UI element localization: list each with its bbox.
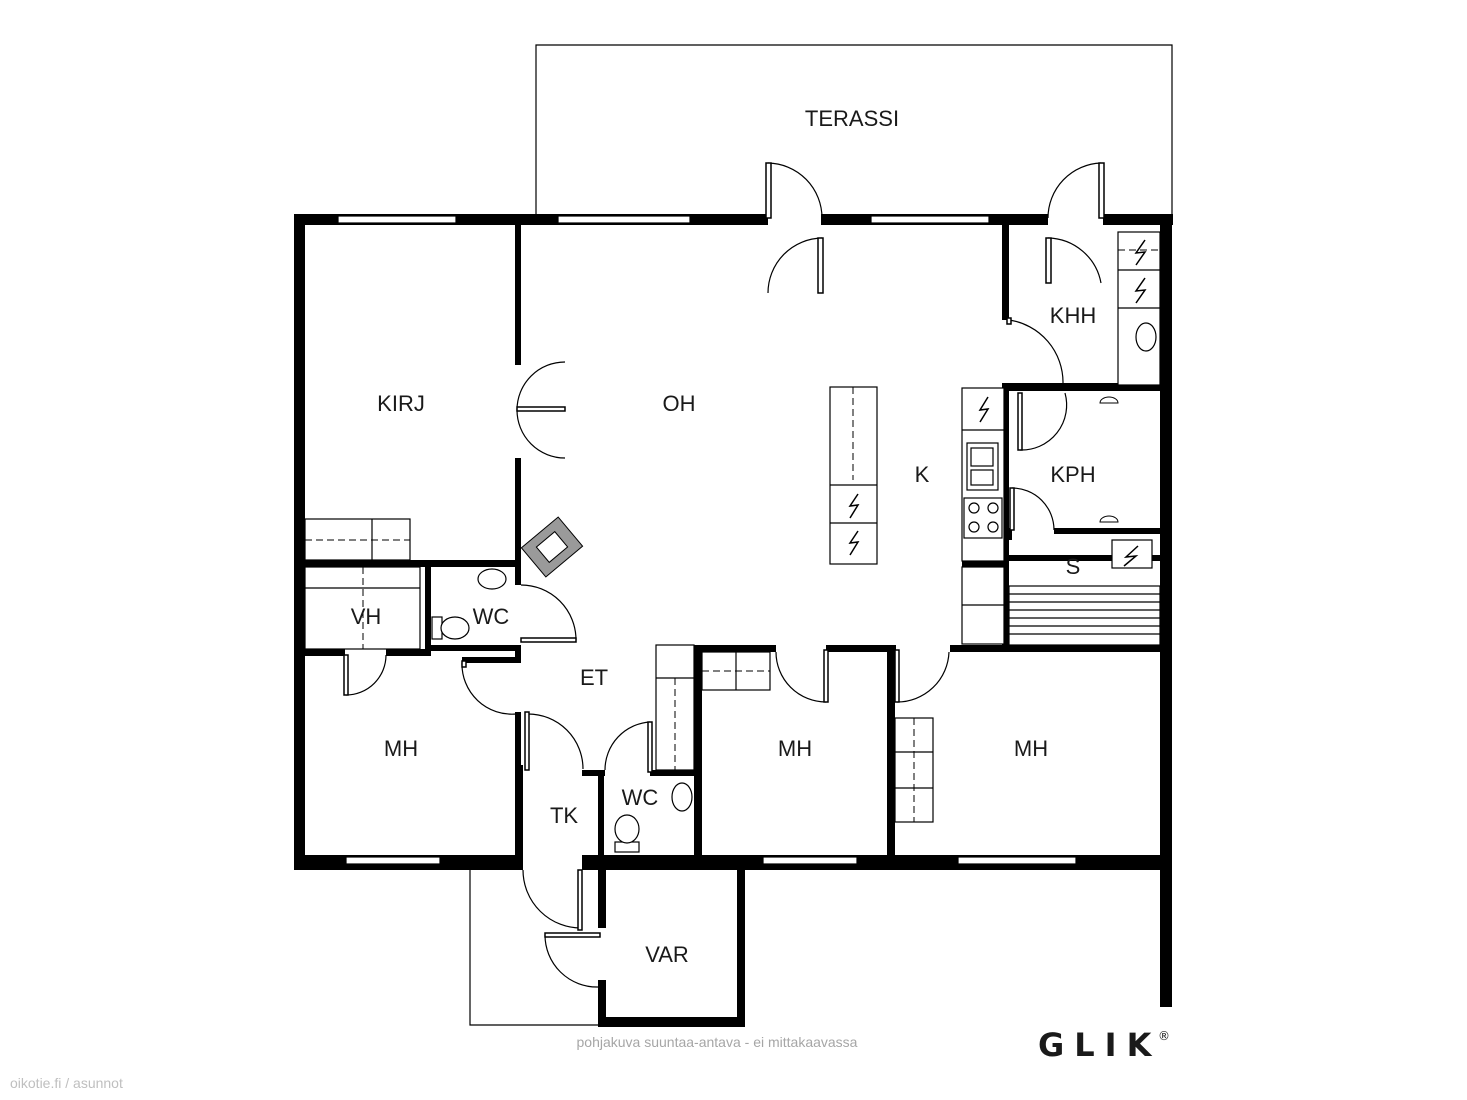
bookshelf [304, 518, 411, 561]
wardrobe-mh-middle [701, 651, 771, 691]
room-label-vh: VH [351, 604, 382, 629]
room-labels: TERASSI KIRJ OH K KHH KPH S VH WC ET MH … [351, 106, 1097, 967]
room-label-k: K [915, 462, 930, 487]
electric-outlet-icon [1134, 239, 1147, 266]
room-label-terassi: TERASSI [805, 106, 899, 131]
room-label-tk: TK [550, 803, 578, 828]
shower-icon [1099, 396, 1119, 523]
toilet-icon [614, 782, 693, 853]
wardrobe-vh [304, 566, 421, 650]
room-label-oh: OH [663, 391, 696, 416]
sink-icon [1135, 322, 1157, 352]
room-label-wc-upper: WC [473, 604, 510, 629]
electric-outlet-icon [848, 530, 860, 556]
fireplace-icon [520, 516, 584, 578]
room-label-var: VAR [645, 942, 689, 967]
doors [343, 162, 1105, 988]
room-label-khh: KHH [1050, 303, 1096, 328]
wardrobe-mh-right [894, 717, 934, 823]
kitchen-island [829, 386, 878, 565]
brand-registered-mark: ® [1158, 1029, 1170, 1043]
room-label-mh-right: MH [1014, 736, 1048, 761]
interior-walls [305, 225, 1165, 865]
sauna-bench [1008, 585, 1161, 646]
room-label-kph: KPH [1050, 462, 1095, 487]
room-label-wc-lower: WC [622, 785, 659, 810]
room-label-s: S [1066, 554, 1081, 579]
kitchen-counter [961, 387, 1005, 645]
porch-outline [469, 870, 600, 1026]
room-label-mh-left: MH [384, 736, 418, 761]
watermark-text: oikotie.fi / asunnot [10, 1075, 123, 1091]
electric-outlet-icon [1134, 277, 1147, 304]
windows [337, 215, 1077, 865]
electric-outlet-icon [848, 493, 860, 519]
toilet-icon [431, 568, 507, 640]
room-label-kirj: KIRJ [377, 391, 425, 416]
terrace-outline [535, 44, 1173, 216]
room-label-et: ET [580, 665, 608, 690]
room-label-mh-middle: MH [778, 736, 812, 761]
disclaimer-text: pohjakuva suuntaa-antava - ei mittakaava… [577, 1034, 858, 1050]
laundry-appliances [1117, 231, 1161, 386]
brand-logo: GLIK [1038, 1026, 1161, 1064]
sauna-heater-icon [1111, 539, 1153, 569]
electric-outlet-icon [978, 396, 990, 423]
wardrobe-et [655, 644, 695, 771]
